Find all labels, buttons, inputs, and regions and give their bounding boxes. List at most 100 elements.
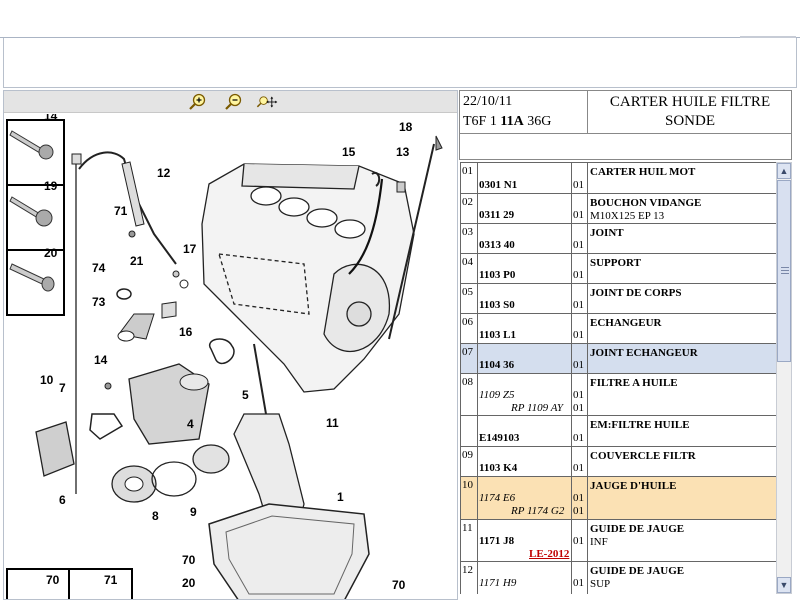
- part-qty: 01: [573, 239, 584, 251]
- part-ref[interactable]: 1109 Z5: [479, 389, 515, 401]
- part-ref[interactable]: 0311 29: [479, 209, 515, 221]
- part-replacement-ref[interactable]: RP 1109 AY: [511, 402, 563, 414]
- scroll-up-button[interactable]: ▲: [777, 163, 791, 179]
- callout-9: 9: [190, 505, 197, 519]
- scroll-down-button[interactable]: ▼: [777, 577, 791, 593]
- callout-12: 12: [157, 166, 171, 180]
- zoom-out-icon: [225, 93, 242, 110]
- part-ref[interactable]: 1171 H9: [479, 577, 517, 589]
- screws-inset-panel: [6, 119, 65, 316]
- callout-4: 4: [187, 417, 194, 431]
- callout-15: 15: [342, 145, 356, 159]
- callout-71: 71: [104, 573, 118, 587]
- part-row-highlighted[interactable]: 10 1174 E6 RP 1174 G2 01 01 JAUGE D'HUIL…: [461, 477, 776, 520]
- part-row[interactable]: E149103 01 EM:FILTRE HUILE: [461, 416, 776, 447]
- part-row-selected[interactable]: 07 1104 36 01 JOINT ECHANGEUR: [461, 344, 776, 374]
- part-row[interactable]: 02 0311 29 01 BOUCHON VIDANGE M10X125 EP…: [461, 194, 776, 224]
- part-ref[interactable]: 1174 E6: [479, 492, 516, 504]
- part-row[interactable]: 05 1103 S0 01 JOINT DE CORPS: [461, 284, 776, 314]
- part-ref[interactable]: 1103 K4: [479, 462, 518, 474]
- callout-10: 10: [40, 373, 54, 387]
- part-desc-detail: INF: [590, 536, 608, 548]
- callout-17: 17: [183, 242, 197, 256]
- part-note-link[interactable]: LE-2012: [529, 548, 570, 560]
- zoom-toolbar: [4, 91, 457, 113]
- part-number: 11: [462, 522, 473, 534]
- zoom-pan-icon: [256, 96, 278, 108]
- callout-21: 21: [130, 254, 144, 268]
- assembly-title: CARTER HUILE FILTRE SONDE: [609, 94, 771, 129]
- part-number: 09: [462, 449, 473, 461]
- part-number: 04: [462, 256, 473, 268]
- part-desc: CARTER HUIL MOT: [590, 166, 696, 178]
- part-ref[interactable]: 0313 40: [479, 239, 515, 251]
- part-row[interactable]: 08 1109 Z5 RP 1109 AY 01 01 FILTRE A HUI…: [461, 374, 776, 416]
- part-ref[interactable]: 1171 J8: [479, 535, 515, 547]
- part-desc: ECHANGEUR: [590, 317, 662, 329]
- toolbar-area: [3, 38, 797, 88]
- callout-18: 18: [399, 120, 413, 134]
- part-row[interactable]: 12 1171 H9 01 GUIDE DE JAUGE SUP: [461, 562, 776, 594]
- callout-16: 16: [179, 325, 193, 339]
- part-desc: JOINT DE CORPS: [590, 287, 682, 299]
- part-ref[interactable]: E149103: [479, 432, 520, 444]
- part-qty: 01: [573, 329, 584, 341]
- part-desc: GUIDE DE JAUGE: [590, 565, 685, 577]
- part-number: 06: [462, 316, 473, 328]
- part-qty: 01: [573, 179, 584, 191]
- diagram-pane: 14 19 20 18 15 13: [3, 90, 458, 600]
- part-desc: FILTRE A HUILE: [590, 377, 678, 389]
- assembly-code: T6F 1 11A 36G: [463, 114, 552, 129]
- callout-1: 1: [337, 490, 344, 504]
- part-number: 02: [462, 196, 473, 208]
- part-row[interactable]: 04 1103 P0 01 SUPPORT: [461, 254, 776, 284]
- part-qty: 01: [573, 577, 584, 589]
- part-ref[interactable]: 1103 S0: [479, 299, 515, 311]
- part-qty: 01: [573, 269, 584, 281]
- callout-19: 19: [44, 179, 58, 193]
- zoom-out-button[interactable]: [222, 92, 244, 112]
- part-number: 08: [462, 376, 473, 388]
- part-qty: 01: [573, 505, 584, 517]
- callout-71: 71: [114, 204, 128, 218]
- part-qty: 01: [573, 209, 584, 221]
- chevron-down-icon: ▼: [779, 580, 789, 590]
- part-qty: 01: [573, 535, 584, 547]
- part-ref[interactable]: 1103 P0: [479, 269, 516, 281]
- part-desc-detail: M10X125 EP 13: [590, 210, 665, 222]
- exploded-parts-diagram[interactable]: 14 19 20 18 15 13: [4, 114, 457, 599]
- part-number: 03: [462, 226, 473, 238]
- callout-74: 74: [92, 261, 106, 275]
- callout-14: 14: [44, 114, 58, 123]
- callout-11: 11: [326, 416, 339, 430]
- parts-list-scrollbar[interactable]: ▲ ▼: [776, 162, 792, 594]
- part-desc: JOINT: [590, 227, 624, 239]
- zoom-in-button[interactable]: [186, 92, 208, 112]
- assembly-subheader: [459, 134, 792, 160]
- assembly-header: 22/10/11 T6F 1 11A 36G CARTER HUILE FILT…: [459, 90, 792, 134]
- parts-list: 01 0301 N1 01 CARTER HUIL MOT 02 0311 29…: [460, 162, 776, 594]
- zoom-pan-button[interactable]: [256, 92, 288, 112]
- part-qty: 01: [573, 299, 584, 311]
- part-row[interactable]: 01 0301 N1 01 CARTER HUIL MOT: [461, 163, 776, 194]
- callout-14: 14: [94, 353, 108, 367]
- part-ref[interactable]: 1103 L1: [479, 329, 516, 341]
- part-desc: BOUCHON VIDANGE: [590, 197, 702, 209]
- scroll-thumb[interactable]: [777, 180, 791, 362]
- part-row[interactable]: 06 1103 L1 01 ECHANGEUR: [461, 314, 776, 344]
- part-ref[interactable]: 1104 36: [479, 359, 515, 371]
- callout-5: 5: [242, 388, 249, 402]
- part-row[interactable]: 11 1171 J8 LE-2012 01 GUIDE DE JAUGE INF: [461, 520, 776, 562]
- part-row[interactable]: 09 1103 K4 01 COUVERCLE FILTR: [461, 447, 776, 477]
- callout-8: 8: [152, 509, 159, 523]
- part-replacement-ref[interactable]: RP 1174 G2: [511, 505, 565, 517]
- part-number: 10: [462, 479, 473, 491]
- part-ref[interactable]: 0301 N1: [479, 179, 518, 191]
- part-desc: GUIDE DE JAUGE: [590, 523, 685, 535]
- callout-70: 70: [46, 573, 60, 587]
- callout-70: 70: [392, 578, 406, 592]
- part-row[interactable]: 03 0313 40 01 JOINT: [461, 224, 776, 254]
- callout-20: 20: [44, 246, 58, 260]
- part-number: 12: [462, 564, 473, 576]
- part-number: 07: [462, 346, 473, 358]
